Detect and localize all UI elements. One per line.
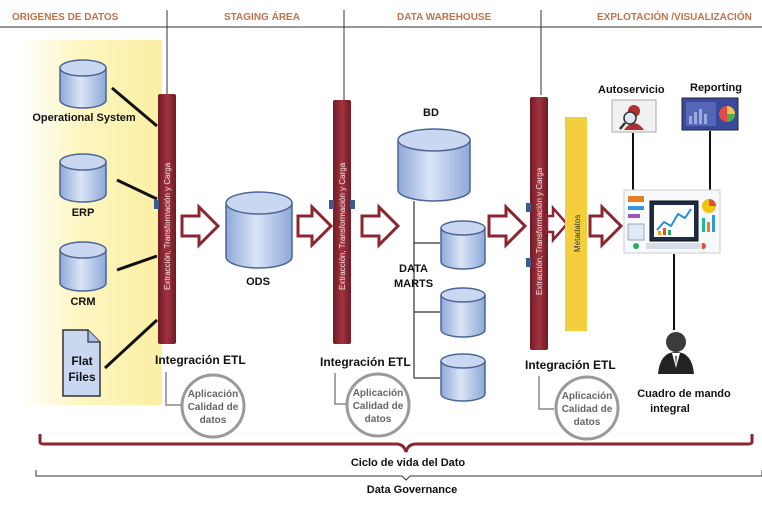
document-icon <box>62 329 101 397</box>
etl-bar-1: Extracción, Transformación y Carga Integ… <box>154 94 246 367</box>
etl-label-1: Integración ETL <box>155 353 246 367</box>
data-marts: DATA MARTS <box>394 201 486 402</box>
quality-2-line1: Aplicación <box>353 388 404 399</box>
lifecycle-brace <box>38 434 754 453</box>
quality-2: Aplicación Calidad de datos <box>334 372 411 438</box>
header-row: ORIGENES DE DATOS STAGING ÁREA DATA WARE… <box>0 10 762 100</box>
source-erp: ERP <box>59 153 107 219</box>
lifecycle-label: Ciclo de vida del Dato <box>351 457 466 469</box>
executive-person-icon <box>658 332 694 374</box>
dashboard-label-line2: integral <box>650 403 690 415</box>
etl-bar-2-label: Extracción, Transformación y Carga <box>338 162 347 290</box>
bd-label: BD <box>423 107 439 119</box>
etl-bar-3: Extracción, Transformación y Carga Integ… <box>525 97 616 372</box>
header-warehouse: DATA WAREHOUSE <box>397 12 492 23</box>
database-icon <box>397 140 471 202</box>
data-marts-line1: DATA <box>399 263 428 275</box>
ods-label: ODS <box>246 276 270 288</box>
report-chart-icon <box>686 102 735 126</box>
source-connectors <box>103 86 159 370</box>
etl-bar-1-label: Extracción, Transformación y Carga <box>163 162 172 290</box>
database-icon <box>440 361 486 402</box>
flow-arrow-icon <box>487 203 528 249</box>
data-marts-line2: MARTS <box>394 278 433 290</box>
quality-3-line3: datos <box>574 417 601 428</box>
database-icon <box>59 162 107 203</box>
quality-3: Aplicación Calidad de datos <box>538 375 620 441</box>
bd-database: BD <box>397 107 471 202</box>
database-icon <box>225 203 293 269</box>
source-crm: CRM <box>59 241 107 308</box>
flat-files-line1: Flat <box>71 354 92 368</box>
source-crm-label: CRM <box>70 296 95 308</box>
etl-bar-3-label: Extracción, Transformación y Carga <box>535 167 544 295</box>
quality-1-line3: datos <box>200 415 227 426</box>
self-service: Autoservicio <box>598 84 665 191</box>
source-flat-files: Flat Files <box>62 329 101 397</box>
ods-database: ODS <box>225 191 293 288</box>
flow-arrow-icon <box>360 203 401 249</box>
metadata-bar: Metadatos <box>565 117 587 331</box>
quality-1: Aplicación Calidad de datos <box>165 372 246 439</box>
quality-1-line2: Calidad de <box>188 402 239 413</box>
etl-bar-2: Extracción, Transformación y Carga Integ… <box>320 100 411 369</box>
database-icon <box>59 68 107 109</box>
reporting: Reporting <box>681 82 742 191</box>
flat-files-line2: Files <box>68 370 96 384</box>
database-icon <box>440 228 486 270</box>
magnifier-person-icon <box>619 105 644 130</box>
header-sources: ORIGENES DE DATOS <box>12 12 119 23</box>
source-erp-label: ERP <box>72 207 95 219</box>
metadata-label: Metadatos <box>573 215 582 252</box>
database-icon <box>59 250 107 292</box>
source-operational: Operational System <box>32 59 136 124</box>
flow-arrow-icon <box>180 203 221 249</box>
governance-brace <box>35 470 762 481</box>
etl-label-2: Integración ETL <box>320 355 411 369</box>
quality-3-line2: Calidad de <box>562 404 613 415</box>
reporting-label: Reporting <box>690 82 742 94</box>
source-operational-label: Operational System <box>32 112 136 124</box>
self-service-label: Autoservicio <box>598 84 665 96</box>
dashboard-illustration-icon <box>623 189 721 254</box>
quality-3-line1: Aplicación <box>562 391 613 402</box>
etl-label-3: Integración ETL <box>525 358 616 372</box>
quality-1-line1: Aplicación <box>188 389 239 400</box>
flow-arrow-icon <box>545 204 569 244</box>
flow-arrow-icon <box>296 203 334 249</box>
header-exploitation: EXPLOTACIÓN /VISUALIZACIÓN <box>597 10 752 23</box>
quality-2-line3: datos <box>365 414 392 425</box>
quality-2-line2: Calidad de <box>353 401 404 412</box>
database-icon <box>440 295 486 338</box>
flow-arrow-icon <box>588 203 624 249</box>
dashboard-label-line1: Cuadro de mando <box>637 388 731 400</box>
governance-label: Data Governance <box>367 484 457 496</box>
header-staging: STAGING ÁREA <box>224 10 300 23</box>
